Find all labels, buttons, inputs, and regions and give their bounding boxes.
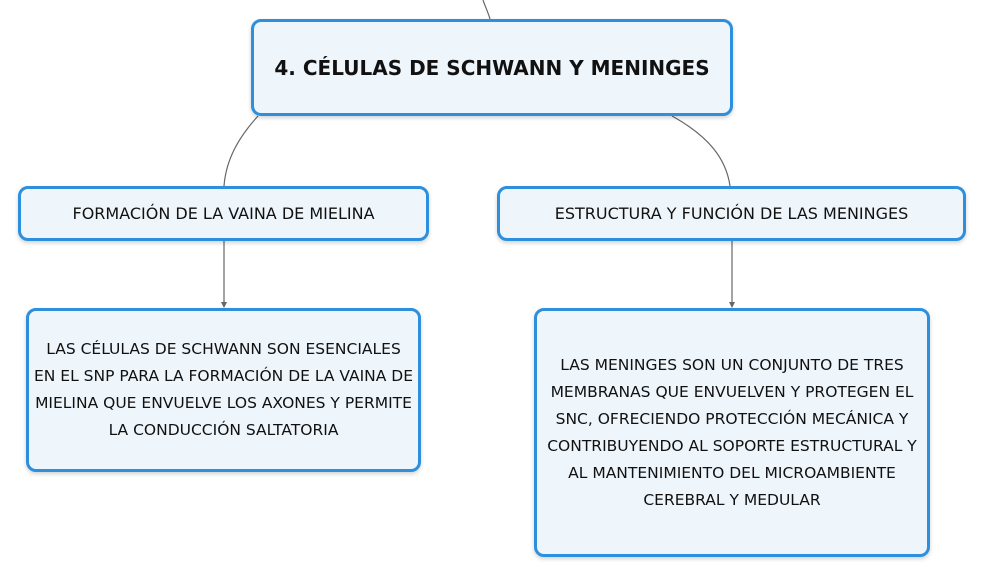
connector-root-to-left-branch [223, 115, 259, 187]
subtopic-node-meninges[interactable]: ESTRUCTURA Y FUNCIÓN DE LAS MENINGES [497, 186, 966, 241]
connector-root-to-right-branch [671, 115, 731, 187]
subtopic-label-mielina: FORMACIÓN DE LA VAINA DE MIELINA [72, 204, 375, 223]
subtopic-node-mielina[interactable]: FORMACIÓN DE LA VAINA DE MIELINA [18, 186, 429, 241]
root-topic-node[interactable]: 4. CÉLULAS DE SCHWANN Y MENINGES [251, 19, 733, 116]
root-topic-label: 4. CÉLULAS DE SCHWANN Y MENINGES [274, 55, 710, 80]
subtopic-label-meninges: ESTRUCTURA Y FUNCIÓN DE LAS MENINGES [554, 204, 909, 223]
detail-node-meninges[interactable]: LAS MENINGES SON UN CONJUNTO DE TRES MEM… [534, 308, 930, 557]
connector-from-parent [482, 0, 491, 20]
detail-text-meninges: LAS MENINGES SON UN CONJUNTO DE TRES MEM… [547, 355, 917, 509]
detail-text-mielina: LAS CÉLULAS DE SCHWANN SON ESENCIALES EN… [33, 340, 414, 439]
detail-node-mielina[interactable]: LAS CÉLULAS DE SCHWANN SON ESENCIALES EN… [26, 308, 421, 472]
